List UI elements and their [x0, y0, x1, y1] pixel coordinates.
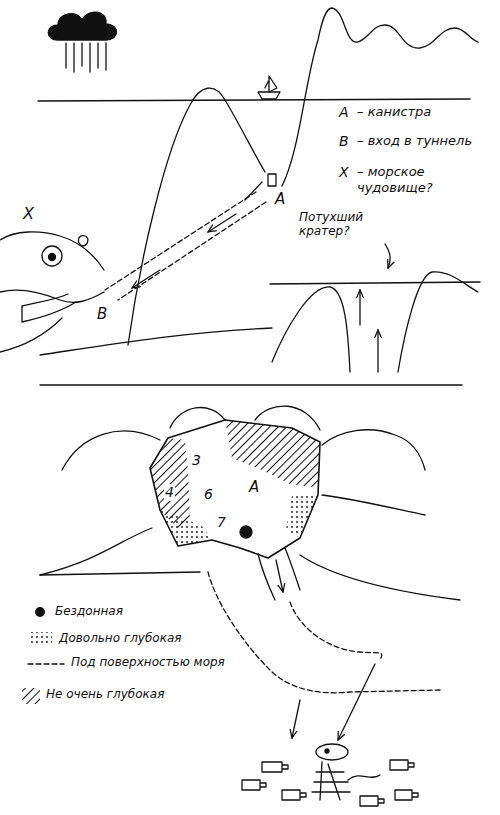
crater-wall — [398, 272, 478, 372]
sea-line — [270, 282, 480, 284]
crater-wall — [272, 287, 350, 372]
boat-sail — [265, 76, 277, 92]
skull — [316, 744, 348, 760]
monster-jaw — [0, 318, 62, 352]
skull-eye — [325, 749, 329, 753]
map-label: Потухший кратер? — [298, 210, 384, 239]
flow-arrow — [292, 700, 300, 738]
map-label: X — [22, 204, 35, 223]
channel — [258, 548, 300, 600]
monster-ear — [78, 236, 87, 246]
divider — [40, 384, 462, 385]
monster-pupil — [49, 254, 56, 261]
monster-snout — [0, 290, 104, 302]
monster-eye — [42, 246, 62, 266]
bottle — [390, 760, 414, 770]
legend-dash-sample — [28, 663, 64, 664]
up-arrow — [359, 290, 360, 325]
monster-mouth — [22, 294, 76, 322]
map-label: B — [338, 133, 350, 150]
map-label: 4 — [164, 484, 175, 501]
sea-line — [38, 99, 470, 101]
skeleton — [312, 762, 380, 800]
hill — [170, 408, 225, 428]
tunnel — [105, 192, 266, 300]
shallow-zone — [225, 420, 320, 488]
map-label: 7 — [216, 514, 227, 531]
legend-text: Бездонная — [54, 604, 124, 618]
coast — [300, 555, 460, 600]
map-label: A — [248, 478, 260, 496]
legend-hatch-sample — [22, 688, 40, 704]
legend-text: Довольно глубокая — [58, 631, 183, 645]
rain — [66, 43, 106, 72]
canister — [268, 174, 276, 186]
map-label: – морское чудовище? — [356, 164, 458, 195]
underwater-route — [290, 602, 382, 660]
flow-arrow — [338, 664, 375, 740]
bottle — [360, 796, 384, 806]
legend-dots-sample — [30, 632, 52, 646]
hill — [322, 430, 425, 470]
map-label: A — [338, 104, 350, 121]
tunnel-arrow — [208, 214, 236, 232]
map-label: – канистра — [356, 104, 432, 120]
boat — [258, 92, 280, 99]
legend-text: Не очень глубокая — [45, 687, 165, 701]
up-arrow — [377, 330, 378, 372]
legend-dot-sample — [35, 607, 45, 617]
bottomless-dot — [240, 526, 252, 538]
underwater-route — [208, 572, 440, 693]
mountain — [282, 8, 478, 186]
map-label: 3 — [191, 452, 202, 469]
coast — [40, 528, 152, 575]
map-label: B — [96, 305, 108, 323]
hill — [62, 431, 160, 470]
map-label: – вход в туннель — [356, 133, 473, 149]
sea-line — [40, 572, 200, 575]
bottle — [262, 762, 288, 772]
bottle — [395, 790, 418, 800]
hill — [322, 495, 425, 515]
bottle — [282, 790, 306, 800]
bottle — [242, 780, 266, 790]
sea-floor — [40, 328, 272, 355]
tunnel-arrow — [132, 270, 160, 288]
map-label: A — [274, 190, 286, 208]
monster-head — [0, 232, 104, 270]
lake-outline — [150, 420, 320, 558]
cloud — [48, 12, 116, 40]
legend-text: Под поверхностью моря — [70, 655, 226, 669]
flow-arrow — [276, 560, 283, 592]
map-label: 6 — [203, 486, 214, 503]
map-label: X — [338, 164, 350, 181]
leader-arrow — [385, 244, 390, 268]
